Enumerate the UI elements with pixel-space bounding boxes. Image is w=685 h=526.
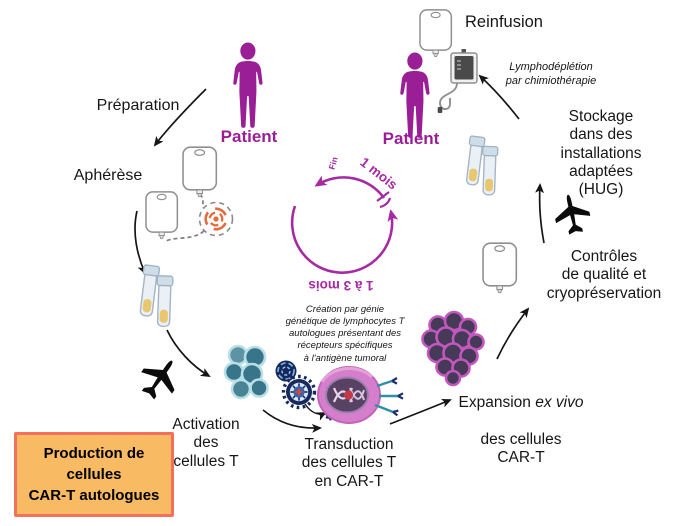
product-bag-icon [482, 242, 518, 294]
arrow-transduction-to-expansion [389, 398, 452, 425]
apherese-label: Aphérèse [73, 167, 143, 184]
production-box: Production de cellules CAR-T autologues [14, 432, 174, 517]
apheresis-separator-icon [198, 201, 234, 237]
reinfusion-label: Reinfusion [465, 13, 543, 31]
airplane-left-icon [132, 350, 188, 406]
production-box-label: Production de cellules CAR-T autologues [28, 445, 160, 504]
arrow-expansion-to-controles [496, 307, 530, 360]
transduction-label: Transduction des cellules T en CAR-T [301, 436, 397, 490]
stockage-label: Stockage dans des installations adaptées… [560, 108, 642, 199]
controles-label: Contrôles de qualité et cryopréservation [546, 248, 662, 302]
patient-right-label: Patient [382, 129, 440, 148]
patient-left-icon [233, 42, 263, 128]
viral-vector-icon [275, 360, 338, 421]
lymphodepletion-label: Lymphodéplétion par chimiothérapie [505, 61, 597, 88]
arrow-preparation [153, 88, 207, 147]
preparation-label: Préparation [96, 97, 180, 114]
arrow-controles-to-stockage [535, 183, 545, 244]
arrow-apherese-to-vials [134, 210, 146, 275]
reinfusion-bag-icon [419, 9, 453, 58]
cycle-bottom-label: 1 à 3 mois [308, 278, 373, 293]
patient-left-label: Patient [220, 127, 278, 146]
t-cell-cluster-icon [223, 344, 269, 400]
car-t-cell-icon [317, 366, 404, 424]
cryovials-right-icon [463, 135, 499, 196]
cycle-arrows: 1 mois Fin 1 à 3 mois [290, 154, 400, 293]
expansion-label: Expansion ex vivo des cellules CAR-T [458, 394, 584, 467]
plasma-bag-icon [145, 191, 179, 240]
cryovials-left-icon [137, 264, 174, 328]
infusion-pump-icon [437, 49, 478, 113]
cycle-top-label: 1 mois [357, 154, 400, 192]
blood-bag-icon [182, 146, 218, 198]
cycle-fin-label: Fin [327, 156, 340, 171]
car-t-cell-cluster-icon [421, 310, 485, 387]
arrow-stockage-to-reinfusion [478, 74, 520, 120]
creation-note: Création par génie génétique de lymphocy… [285, 304, 405, 364]
activation-label: Activation des cellules T [172, 416, 240, 470]
patient-right-icon [400, 52, 430, 138]
arrow-activation-to-transduction [262, 409, 322, 433]
arrow-vials-to-activation [166, 329, 211, 378]
apheresis-tube-bottom [165, 230, 205, 242]
